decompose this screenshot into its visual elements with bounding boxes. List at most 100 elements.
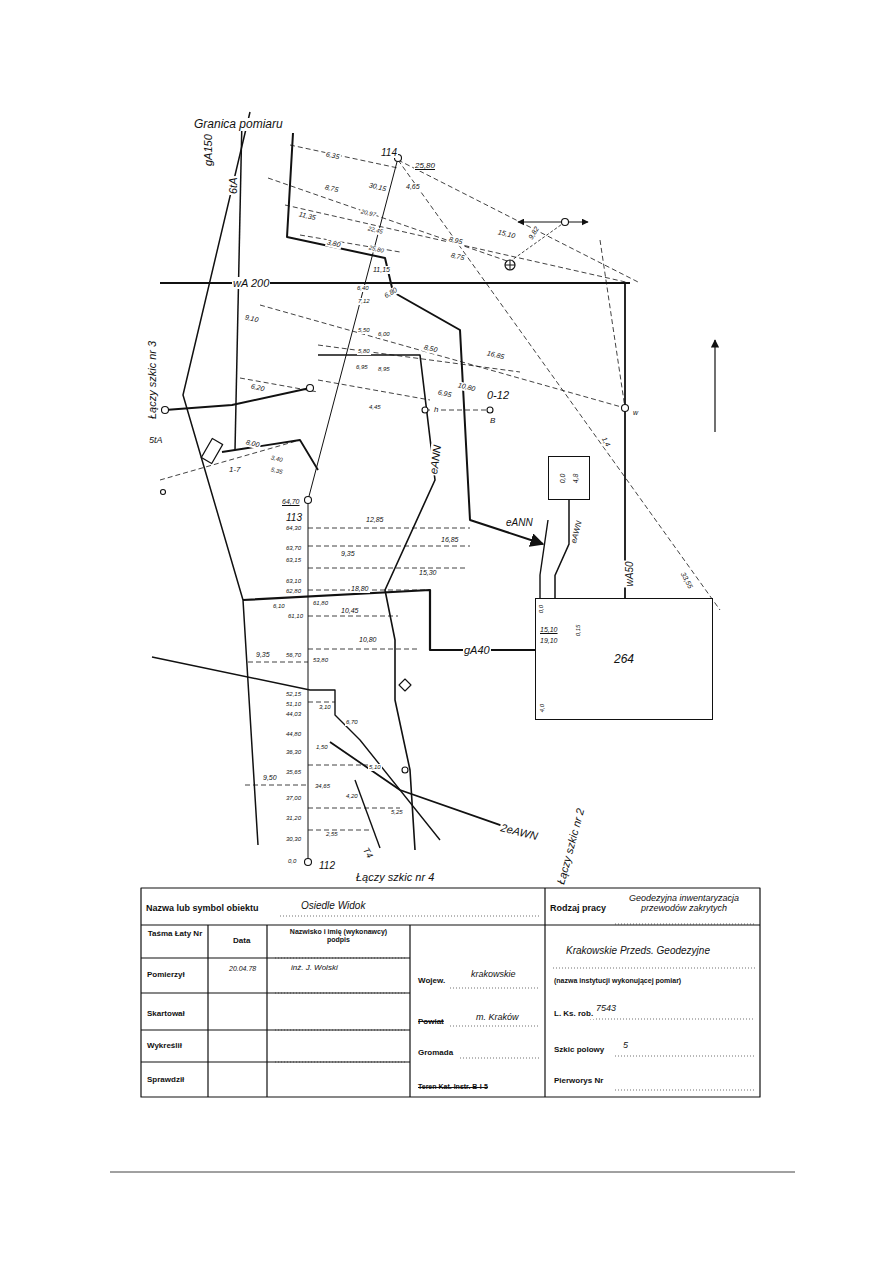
form-entry: m. Kraków: [475, 1013, 520, 1023]
pipe-line: [165, 388, 310, 410]
sketch-label: 52,15: [285, 691, 302, 698]
valve-symbol: [505, 260, 515, 270]
survey-point: [622, 405, 629, 412]
sketch-label: 15,30: [418, 569, 438, 577]
sketch-label: 18,80: [350, 585, 370, 593]
survey-point: [305, 859, 312, 866]
sketch-label: 63,15: [285, 557, 302, 564]
sketch-label: 16,85: [485, 349, 506, 361]
sketch-label: 56,70: [285, 652, 302, 659]
form-label: Rodzaj pracy: [549, 904, 607, 914]
sketch-label: 3,10: [318, 704, 332, 711]
form-label: Szkic polowy: [553, 1046, 605, 1055]
sketch-label: 5tA: [148, 436, 164, 446]
table-rule: [141, 924, 760, 925]
pipe-line: [152, 657, 440, 840]
form-label: Powiat: [417, 1018, 445, 1027]
sketch-label: 6,95: [355, 364, 369, 371]
sketch-label: 9,35: [255, 651, 271, 659]
cable-line: [318, 355, 435, 850]
node-text: 264: [614, 653, 634, 665]
valve-symbol: [505, 260, 515, 270]
sketch-label: 9,50: [262, 774, 278, 782]
sketch-label: 11,15: [372, 266, 391, 274]
offset-line: [308, 546, 470, 547]
sketch-label: 112: [318, 860, 336, 871]
sketch-label: 62,80: [285, 588, 302, 595]
sketch-label: 36,30: [285, 749, 302, 756]
sketch-label: 44,80: [285, 731, 302, 738]
dimension-label: 15,10: [539, 626, 559, 634]
dimension-label: 25,80: [414, 162, 436, 171]
table-rule: [544, 888, 545, 1097]
sketch-label: 6,35: [324, 150, 341, 161]
sketch-label: 3,80: [325, 238, 342, 249]
sketch-label: 6,70: [345, 719, 359, 726]
sketch-label: 6,20: [249, 382, 266, 393]
north-arrow: [714, 340, 715, 432]
title-block-frame: [141, 888, 760, 1097]
sketch-label: 37,00: [285, 795, 302, 802]
offset-line: [318, 345, 520, 372]
sketch-label: h: [433, 406, 439, 415]
offset-line: [600, 240, 625, 408]
sketch-label: 63,10: [285, 578, 302, 585]
offset-line: [285, 205, 630, 283]
gas-pipe: [243, 590, 535, 650]
form-label: Sprawdził: [146, 1076, 185, 1085]
sketch-label: 6,00: [377, 331, 391, 338]
offset-line: [308, 808, 400, 809]
sketch-label: 2eAWN: [499, 821, 540, 842]
sketch-label: 4,0: [539, 703, 546, 713]
offset-line: [290, 145, 398, 168]
sketch-label: 9,35: [340, 550, 356, 558]
sketch-label: 3,40: [269, 454, 284, 464]
sketch-label: 8,00: [244, 438, 261, 449]
sketch-label: 5,25: [390, 809, 404, 816]
sketch-label: wA 200: [232, 277, 270, 289]
offset-line: [308, 568, 466, 569]
sketch-label: 61,10: [287, 613, 304, 620]
form-label: Wojew.: [417, 977, 446, 986]
sketch-label: 8,95: [377, 366, 391, 373]
sketch-label: 0-12: [486, 389, 510, 401]
sketch-label: 2,55: [325, 831, 339, 838]
form-entry: inż. J. Wolski: [290, 964, 339, 973]
sketch-label: 6,80: [382, 286, 399, 300]
measurement-line: [308, 158, 398, 500]
form-label: Wykreślił: [146, 1042, 183, 1051]
water-pipe: [624, 283, 626, 598]
form-label: (nazwa instytucji wykonującej pomiar): [553, 977, 682, 985]
sketch-label: gA40: [463, 644, 491, 656]
sketch-label: 1-7: [228, 466, 242, 475]
sketch-label: 6,40: [356, 285, 370, 292]
sketch-label: 0,15: [575, 624, 582, 638]
sketch-label: Łączy szkic nr 3: [146, 340, 158, 420]
form-entry: 20.04.78: [228, 965, 257, 973]
cable-line: [287, 133, 543, 544]
sketch-label: 30,15: [367, 181, 388, 193]
sketch-label: 9,82: [527, 224, 541, 241]
sketch-label: 51,10: [285, 701, 302, 708]
offset-line: [308, 616, 398, 617]
sketch-label: 10,45: [340, 607, 360, 615]
sketch-label: 0,0: [287, 858, 297, 865]
table-rule: [208, 925, 410, 1097]
pipe-connector: [555, 500, 569, 598]
sketch-label: 63,70: [285, 545, 302, 552]
form-label: Teren Kat. Instr. B-I-5: [417, 1083, 489, 1091]
form-entry: Osiedle Widok: [300, 900, 366, 911]
building-outline: 264: [535, 598, 713, 720]
survey-point: [402, 767, 408, 773]
survey-point: [162, 407, 169, 414]
offset-line: [308, 702, 335, 703]
sketch-label: 9,10: [243, 313, 260, 324]
sketch-label: eANN: [505, 517, 534, 528]
cable-line: [540, 520, 548, 598]
hydrant-symbol: [201, 438, 222, 463]
table-rule: [141, 958, 410, 1062]
form-label: Skartował: [146, 1010, 186, 1019]
offset-line: [260, 305, 625, 408]
